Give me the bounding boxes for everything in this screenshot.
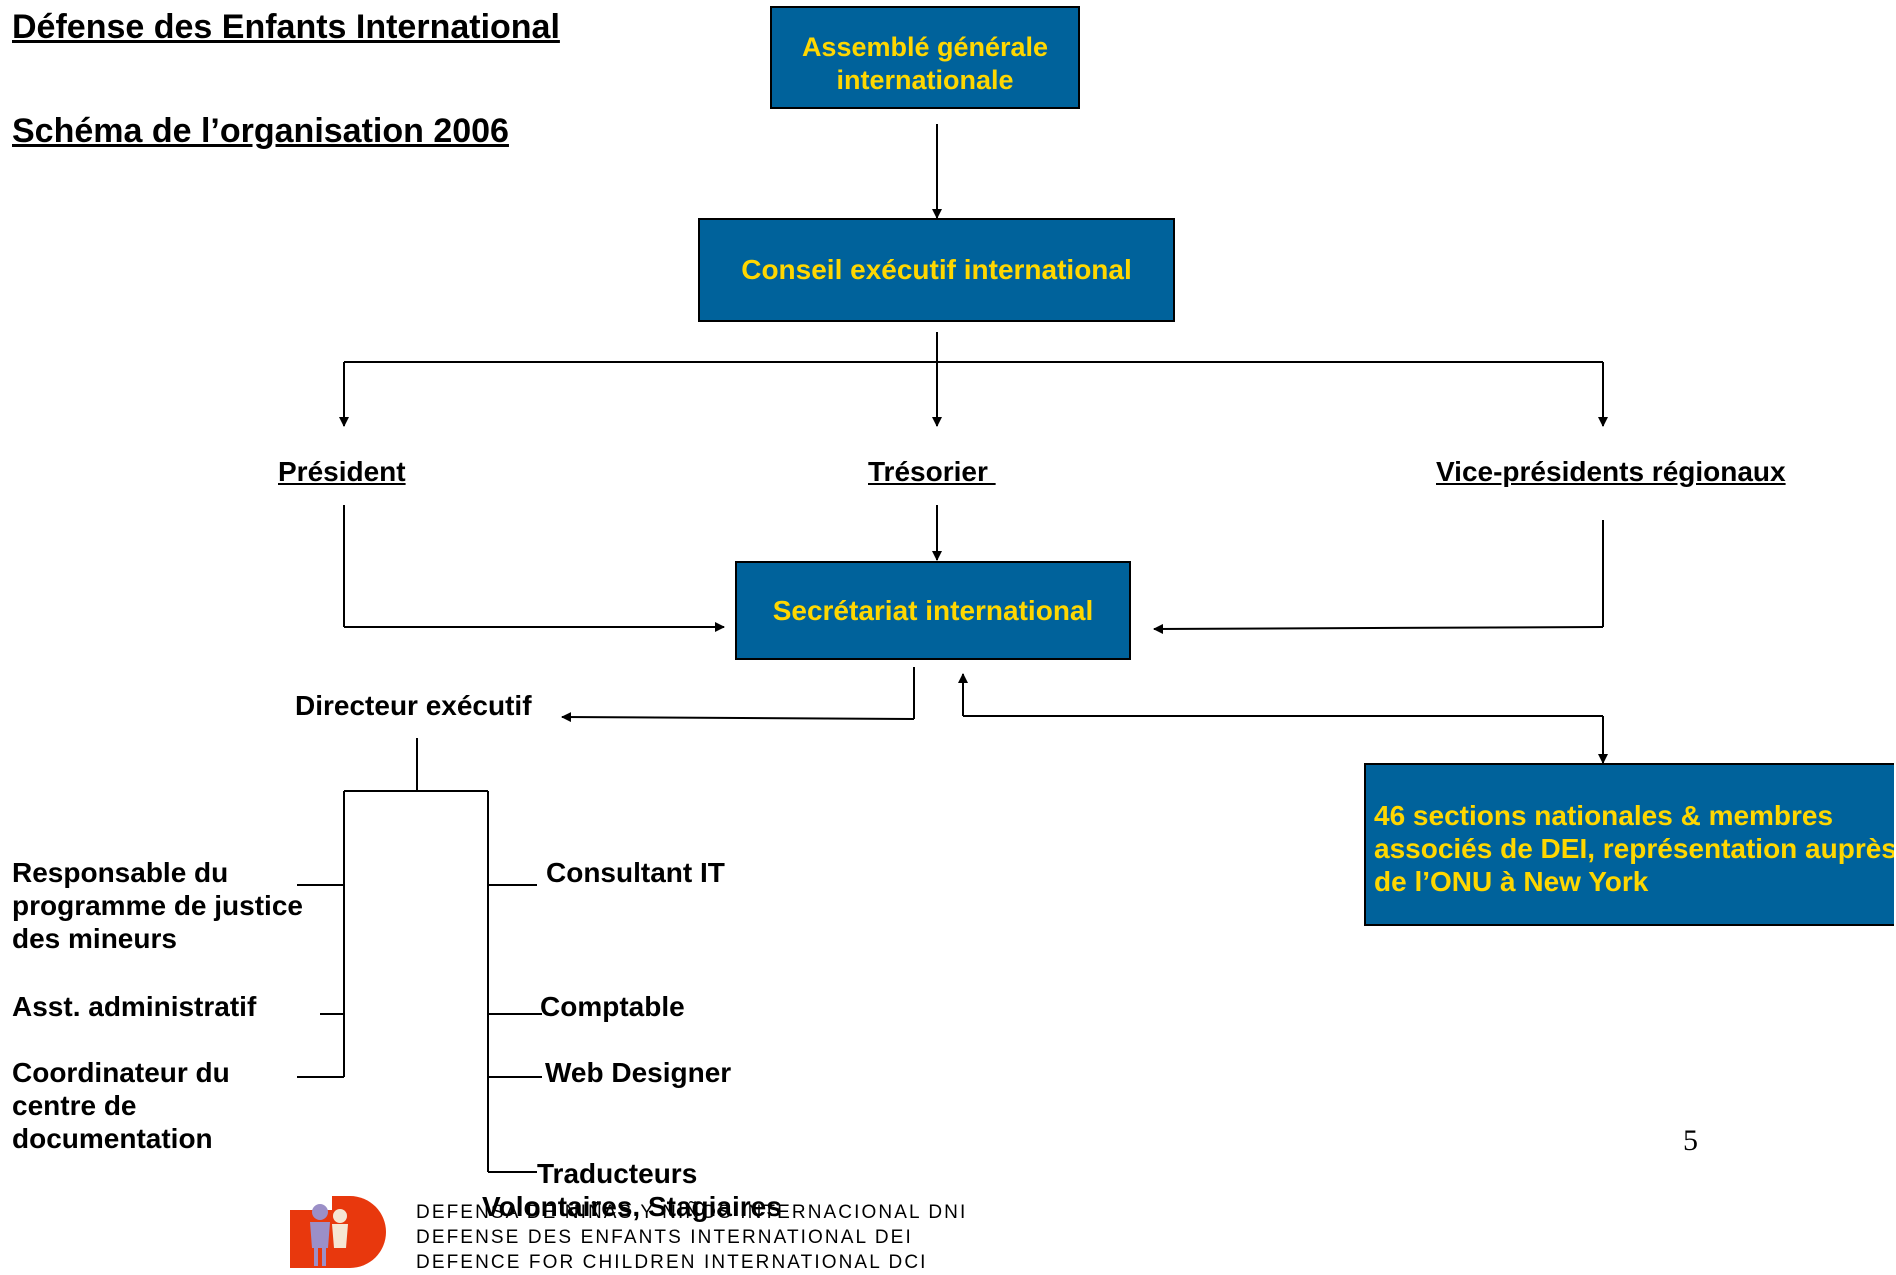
dci-logo-icon [290, 1196, 386, 1268]
council-label: Conseil exécutif international [741, 254, 1132, 285]
secretariat-box: Secrétariat international [735, 561, 1131, 660]
logo-line-en: DEFENCE FOR CHILDREN INTERNATIONAL DCI [416, 1252, 928, 1273]
assembly-label: Assemblé générale internationale [801, 31, 1049, 95]
logo-line-fr: DEFENSE DES ENFANTS INTERNATIONAL DEI [416, 1227, 913, 1248]
sections-line-3: de l’ONU à New York [1374, 866, 1649, 897]
volunteers-label: Volontaires, Stagiaires [482, 1191, 782, 1222]
national-sections-box: 46 sections nationales & membres associé… [1364, 763, 1894, 926]
council-box: Conseil exécutif international [698, 218, 1175, 322]
president-label: Président [278, 456, 406, 487]
admin-asst-label: Asst. administratif [12, 991, 257, 1022]
accountant-label: Comptable [540, 991, 685, 1022]
sections-line-1: 46 sections nationales & membres [1374, 800, 1834, 831]
secretariat-label: Secrétariat international [772, 594, 1094, 626]
sections-line-2: associés de DEI, représentation auprès [1374, 833, 1894, 864]
it-consultant-label: Consultant IT [546, 857, 725, 888]
logo-line-es: DEFENSA DE NIÑAS Y NIÑOS INTERNACIONAL D… [416, 1202, 968, 1223]
treasurer-label: Trésorier [868, 456, 996, 487]
juvenile-justice-label: Responsable du programme de justice des … [12, 857, 303, 954]
assembly-box: Assemblé générale internationale [770, 6, 1080, 109]
footer-logo-text: DEFENSA DE NIÑAS Y NIÑOS INTERNACIONAL D… [416, 1200, 967, 1275]
page-number: 5 [1683, 1124, 1698, 1157]
director-label: Directeur exécutif [295, 690, 532, 721]
doc-center-label: Coordinateur du centre de documentation [12, 1057, 230, 1154]
web-designer-label: Web Designer [545, 1057, 732, 1088]
vice-presidents-label: Vice-présidents régionaux [1436, 456, 1786, 487]
chart-subtitle: Schéma de l’organisation 2006 [12, 112, 509, 150]
translators-label: Traducteurs [537, 1158, 698, 1189]
org-title: Défense des Enfants International [12, 8, 560, 46]
